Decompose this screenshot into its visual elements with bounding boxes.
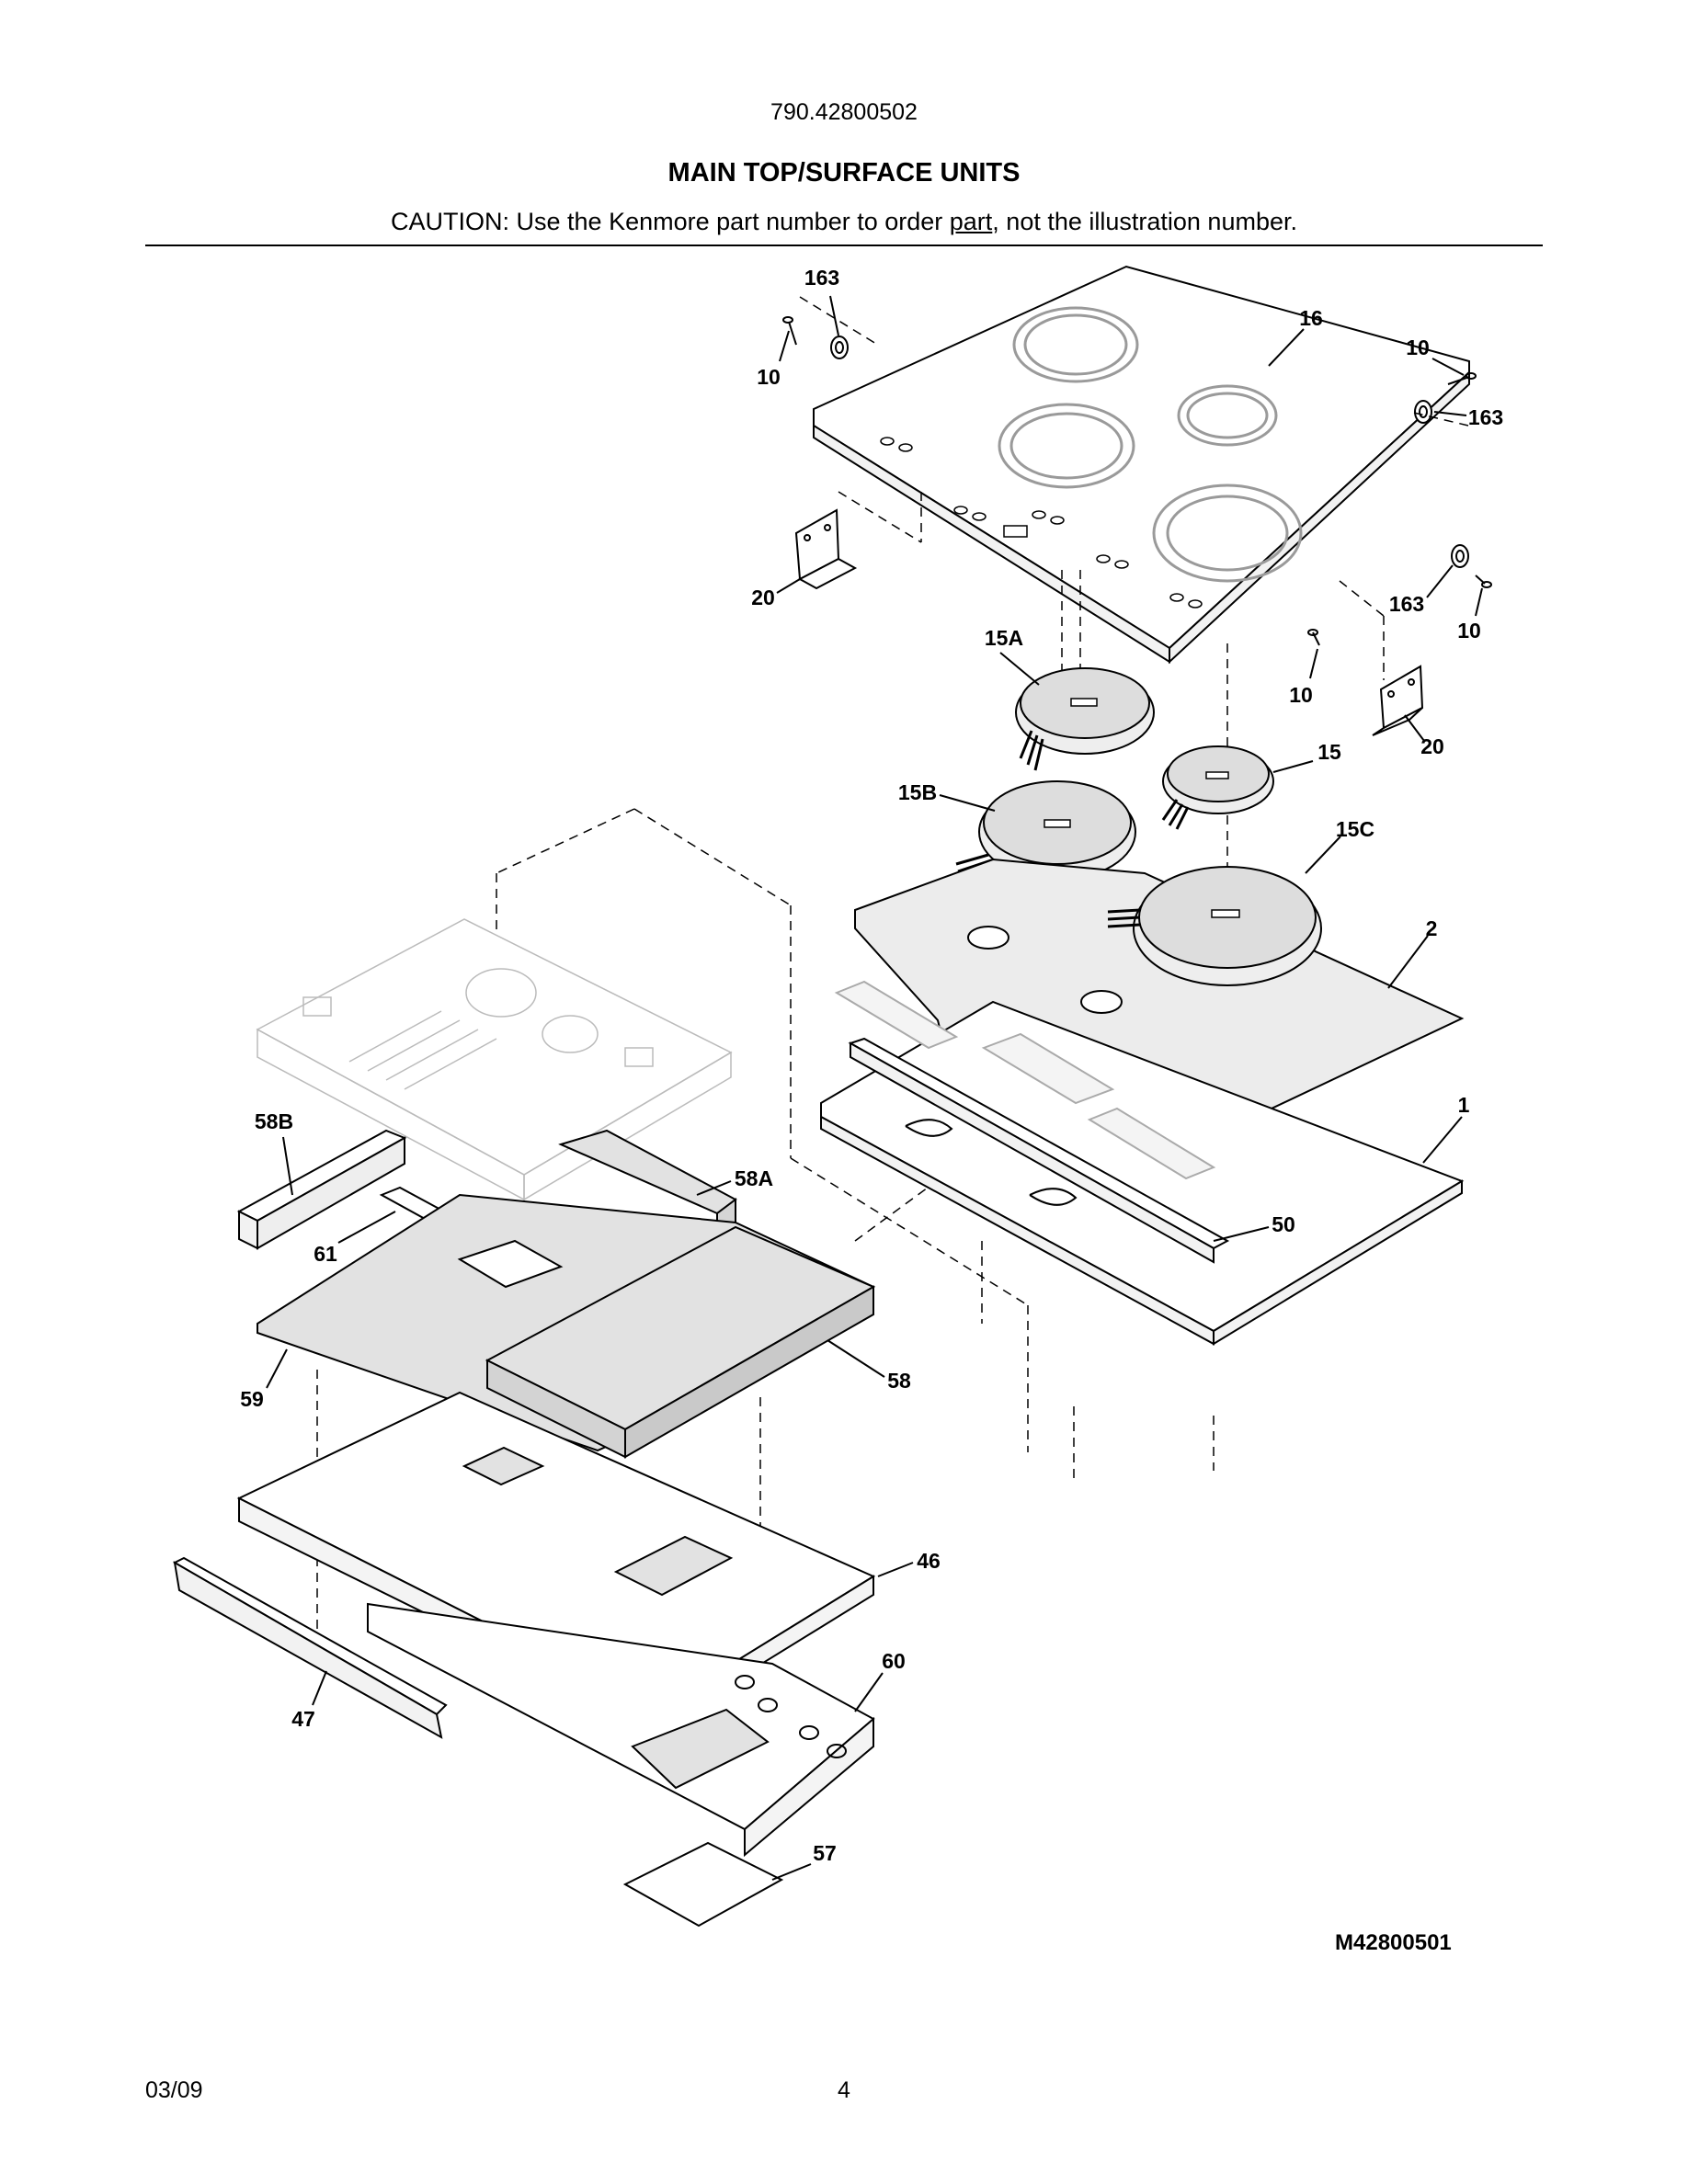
callout-15B: 15B <box>898 780 937 804</box>
callout-10: 10 <box>757 365 781 389</box>
part-15B-surface-element <box>955 780 1136 881</box>
callout-50: 50 <box>1272 1212 1295 1236</box>
callout-1: 1 <box>1458 1093 1470 1117</box>
part-15C-surface-element <box>1107 866 1322 986</box>
callout-20: 20 <box>751 586 775 609</box>
callout-59: 59 <box>240 1387 264 1411</box>
callout-10: 10 <box>1457 619 1481 643</box>
callout-163: 163 <box>1389 592 1424 616</box>
drawing-number: M42800501 <box>1335 1930 1452 1955</box>
part-47-trim <box>172 1556 448 1739</box>
part-16-cooktop <box>813 265 1470 665</box>
caution-text-end: , not the illustration number. <box>992 208 1297 235</box>
part-15A-surface-element <box>1015 667 1155 771</box>
callout-2: 2 <box>1426 916 1438 940</box>
callout-58A: 58A <box>735 1166 773 1190</box>
part-50-control-bracket <box>848 1037 1230 1264</box>
callout-58: 58 <box>887 1369 911 1393</box>
callout-46: 46 <box>917 1549 941 1573</box>
part-58B-insulation-strip <box>236 1129 407 1250</box>
part-10-screw-front <box>1475 574 1492 588</box>
part-57-cover-plate <box>622 1841 784 1928</box>
control-electronics-assembly <box>256 918 733 1201</box>
callout-10: 10 <box>1289 683 1313 707</box>
caution-note: CAUTION: Use the Kenmore part number to … <box>0 208 1688 236</box>
callout-163: 163 <box>804 266 839 290</box>
callout-60: 60 <box>882 1649 906 1673</box>
caution-text-start: CAUTION: Use the Kenmore part number to … <box>391 208 950 235</box>
page-title: MAIN TOP/SURFACE UNITS <box>667 158 1021 188</box>
callout-15: 15 <box>1317 740 1341 764</box>
part-163-bumper-front <box>1451 544 1469 568</box>
page-number: 4 <box>838 2077 850 2103</box>
part-60-control-housing <box>367 1602 875 1858</box>
part-10-screw-center <box>1307 629 1320 646</box>
touch-control-boards <box>834 980 1216 1180</box>
caution-part-link: part <box>949 208 993 235</box>
part-10-screw-right <box>1447 372 1477 385</box>
part-1-support-plate <box>820 1000 1465 1346</box>
callout-47: 47 <box>291 1707 315 1731</box>
header-rule <box>145 245 1543 246</box>
callout-15A: 15A <box>985 626 1023 650</box>
part-10-screw-left <box>782 316 797 346</box>
document-number: 790.42800502 <box>770 99 918 125</box>
callout-16: 16 <box>1299 306 1323 330</box>
callout-61: 61 <box>314 1242 337 1266</box>
callout-10: 10 <box>1406 336 1430 359</box>
part-20-bracket-left <box>794 508 858 590</box>
callout-20: 20 <box>1420 734 1444 758</box>
footer-date: 03/09 <box>145 2077 203 2103</box>
callout-57: 57 <box>813 1841 837 1865</box>
part-58-insulation-block <box>485 1225 876 1459</box>
part-163-bumper-left <box>830 336 849 359</box>
callout-163: 163 <box>1468 405 1503 429</box>
part-20-bracket-right <box>1372 665 1424 736</box>
part-163-bumper-right <box>1414 400 1432 424</box>
part-15-surface-element <box>1161 745 1274 830</box>
callout-58B: 58B <box>255 1109 293 1133</box>
callout-15C: 15C <box>1336 817 1374 841</box>
